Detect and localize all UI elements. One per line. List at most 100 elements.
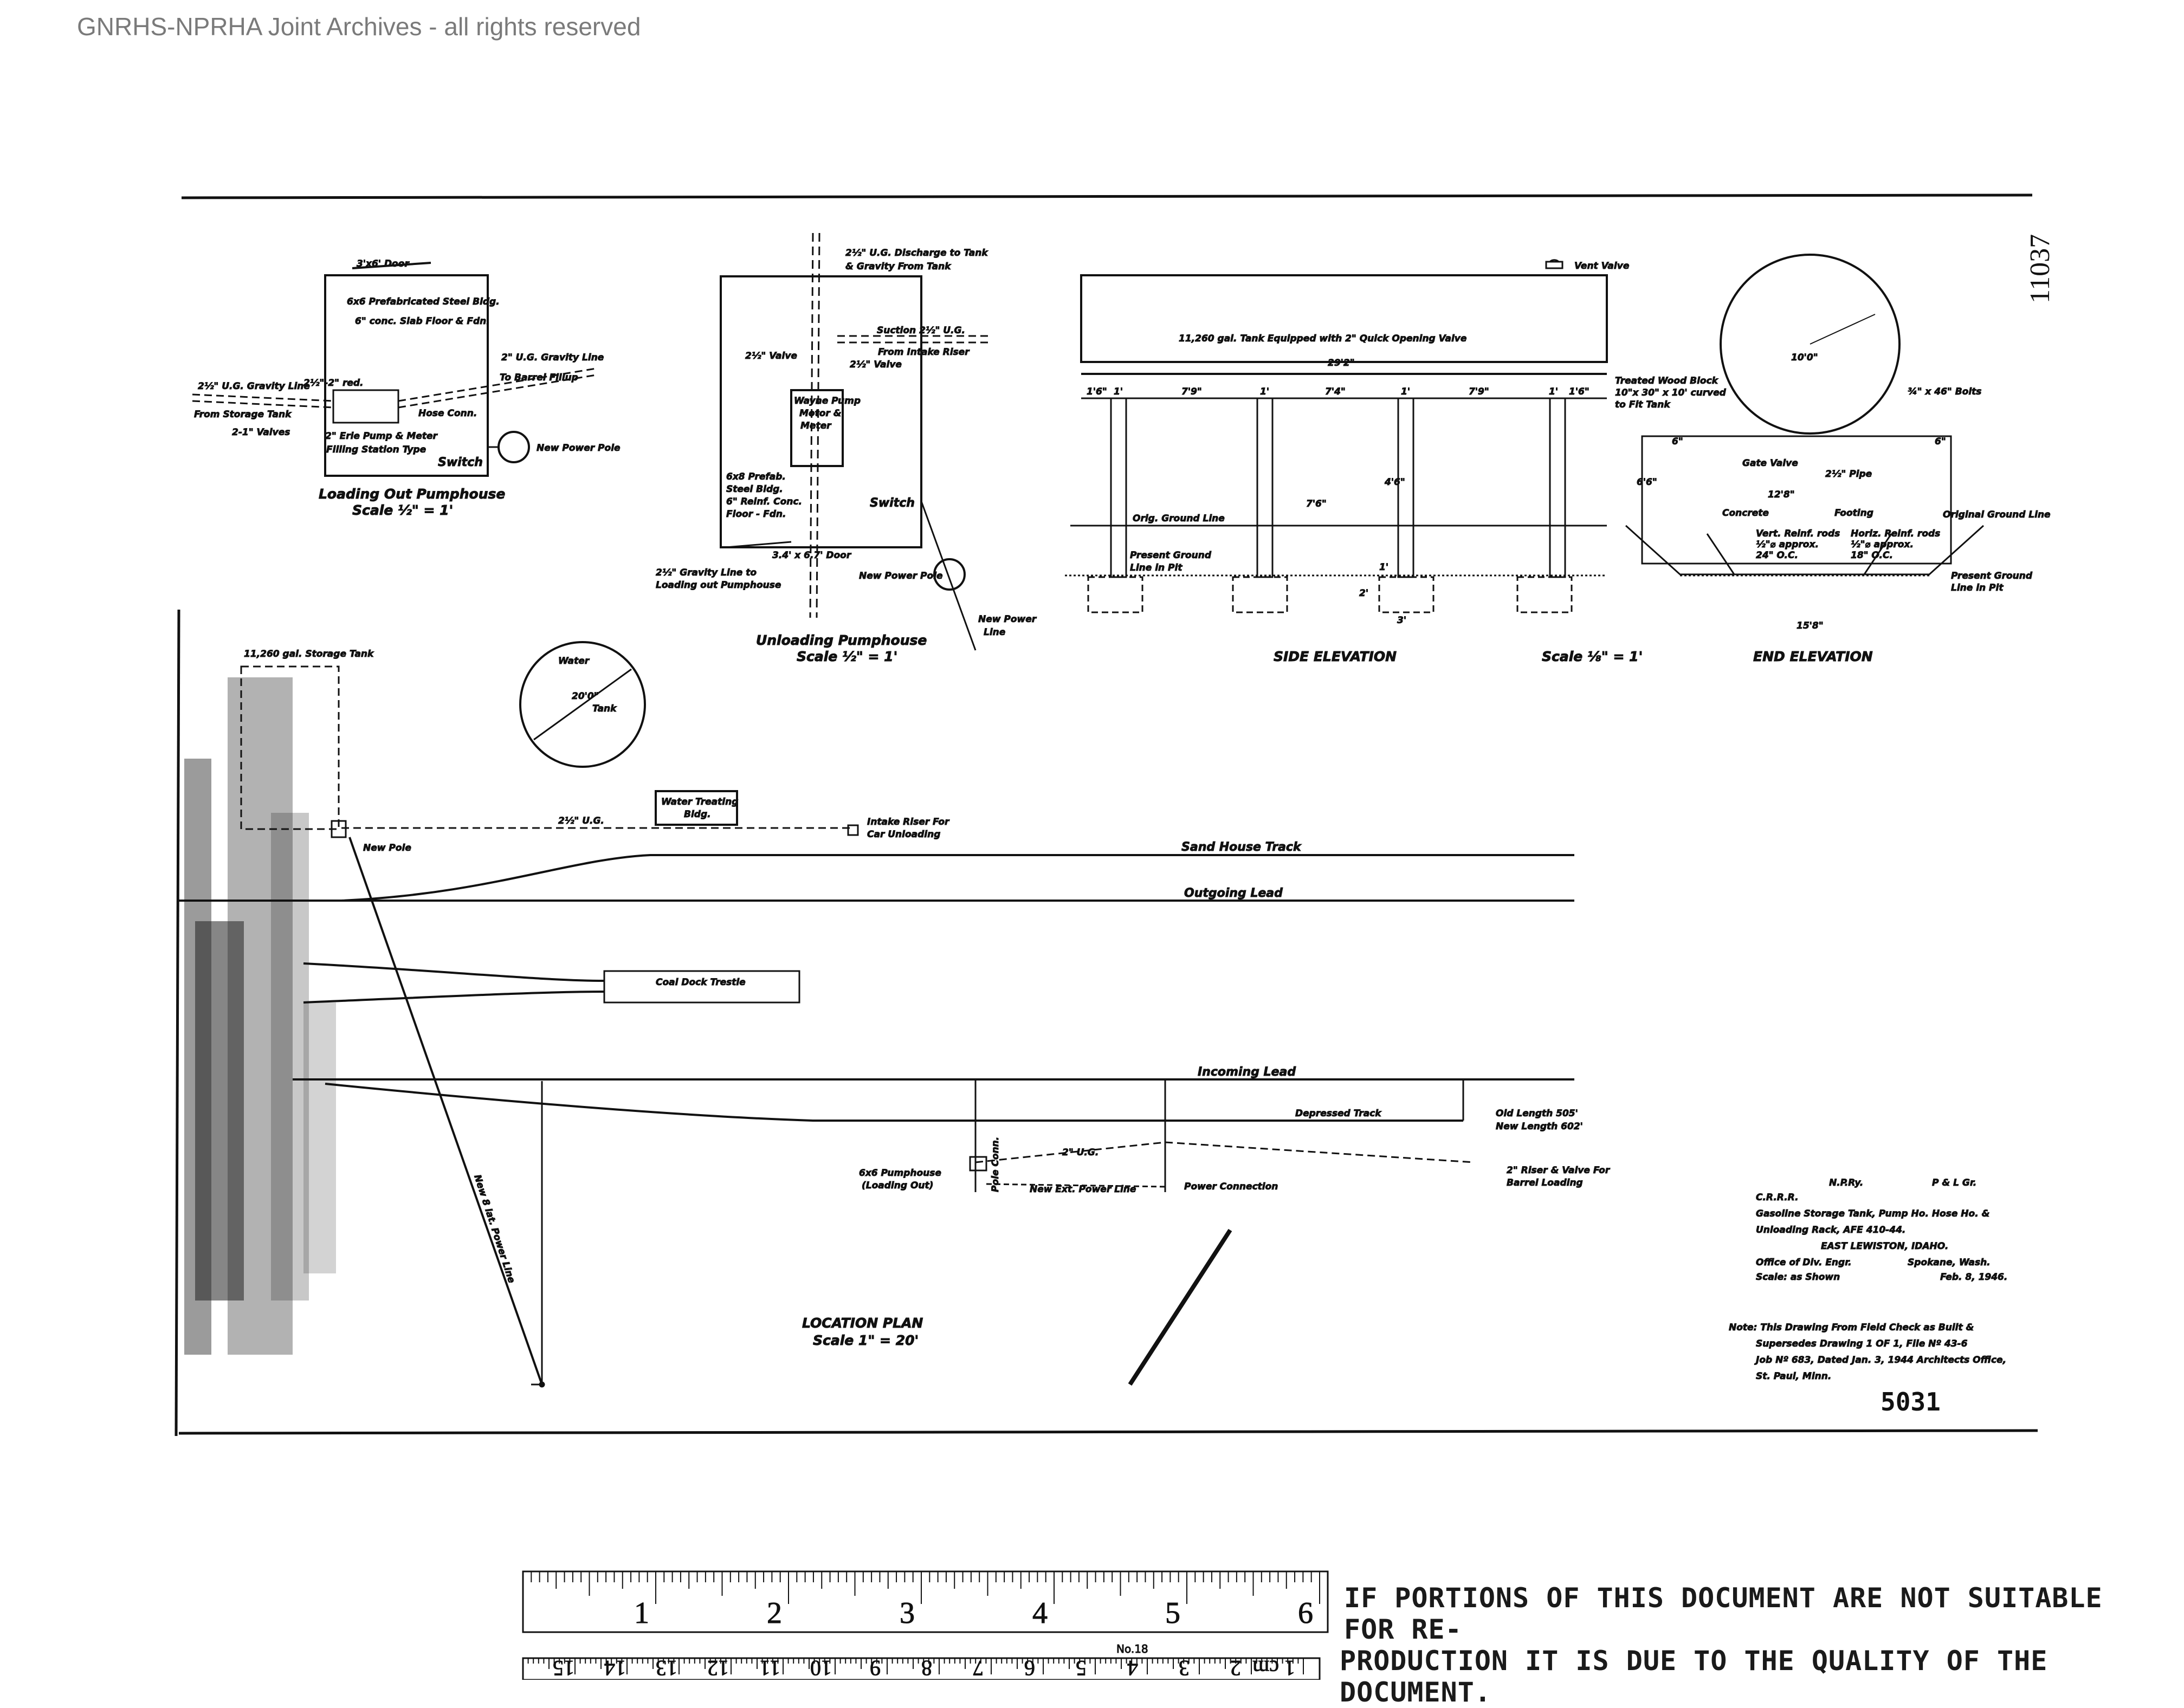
- lp-grav-from2-label: From Storage Tank: [194, 409, 292, 420]
- up-bldg3-label: 6" Reinf. Conc.: [726, 496, 802, 507]
- up-line2-label: Line: [984, 627, 1005, 638]
- ee-valve-label: Gate Valve: [1742, 458, 1798, 469]
- lpn-sand-label: Sand House Track: [1181, 840, 1302, 854]
- ee-pipe-label: 2½" Pipe: [1825, 469, 1872, 480]
- lpn-scale: Scale 1" = 20': [813, 1332, 919, 1348]
- lpn-ug-label: 2" U.G.: [1062, 1147, 1099, 1158]
- ee-horiz1-label: Horiz. Reinf. rods: [1851, 528, 1940, 539]
- up-valve1-label: 2½" Valve: [745, 351, 797, 361]
- ee-dim1-label: 6": [1672, 436, 1683, 447]
- quality-notice: IF PORTIONS OF THIS DOCUMENT ARE NOT SUI…: [1340, 1582, 2114, 1708]
- ee-vert2-label: ½"⌀ approx.: [1756, 539, 1819, 550]
- notice-line-1: IF PORTIONS OF THIS DOCUMENT ARE NOT SUI…: [1344, 1582, 2103, 1645]
- bottom-border-line: [178, 1429, 2038, 1435]
- lpn-pumphouse2-label: (Loading Out): [862, 1180, 933, 1191]
- se-sp9: 1'6": [1569, 386, 1589, 397]
- lp-bldg1-label: 6x6 Prefabricated Steel Bldg.: [347, 296, 500, 307]
- up-discharge1-label: 2½" U.G. Discharge to Tank: [845, 248, 988, 258]
- se-h3: 2': [1359, 588, 1368, 599]
- se-length-label: 29'2": [1328, 358, 1355, 368]
- location-plan-detail: 11,260 gal. Storage Tank Water Tank 20'0…: [179, 641, 1611, 1388]
- lpn-diam-label: 20'0": [572, 691, 599, 702]
- cm-9: 9: [870, 1656, 881, 1680]
- up-pump3-label: Meter: [800, 420, 832, 431]
- tb-dept: P & L Gr.: [1932, 1178, 1976, 1188]
- lpn-intake2-label: Car Unloading: [867, 829, 940, 840]
- lp-grav-from1-label: 2½" U.G. Gravity Line: [198, 381, 310, 392]
- up-bldg2-label: Steel Bldg.: [726, 484, 783, 495]
- ee-block1-label: Treated Wood Block: [1615, 376, 1719, 386]
- lp-door-label: 3'x6' Door: [357, 258, 410, 269]
- cm-11: 11: [759, 1656, 780, 1680]
- left-border-line: [175, 609, 180, 1437]
- lpn-oldlen-label: Old Length 505': [1496, 1108, 1578, 1119]
- se-title: SIDE ELEVATION: [1274, 649, 1397, 664]
- lpn-outgoing-label: Outgoing Lead: [1184, 887, 1283, 900]
- up-valve2-label: 2½" Valve: [850, 359, 902, 370]
- lpn-coal-label: Coal Dock Trestle: [656, 977, 746, 988]
- ee-vert3-label: 24" O.C.: [1756, 550, 1798, 561]
- ee-footing-label: Footing: [1834, 508, 1873, 519]
- ee-diam-label: 10'0": [1791, 352, 1818, 363]
- cm-3: 3: [1179, 1656, 1190, 1680]
- ruler-cm-labels: 1 cm 2 3 4 5 6 7 8 9 10 11 12 13 14 15: [553, 1656, 1296, 1680]
- ee-bolts-label: ¾" x 46" Bolts: [1908, 386, 1981, 397]
- tb-line3: EAST LEWISTON, IDAHO.: [1821, 1241, 1948, 1252]
- lpn-riser1-label: 2" Riser & Valve For: [1507, 1165, 1611, 1176]
- lpn-intake1-label: Intake Riser For: [867, 817, 950, 827]
- title-block: C.R.R.R. N.P.Ry. P & L Gr. Gasoline Stor…: [1729, 1178, 2008, 1382]
- ee-title: END ELEVATION: [1753, 649, 1873, 664]
- cm-6: 6: [1024, 1656, 1035, 1680]
- tank-circle: [1720, 254, 1901, 435]
- top-border-line: [181, 193, 2033, 199]
- lp-red-label: 2½"-2" red.: [303, 378, 363, 389]
- end-elevation-detail: Treated Wood Block 10"x 30" x 10' curved…: [1615, 254, 2051, 665]
- se-orig-label: Orig. Ground Line: [1133, 513, 1225, 524]
- up-bldg4-label: Floor - Fdn.: [726, 509, 786, 520]
- lpn-ug2-label: 2½" U.G.: [558, 816, 604, 826]
- lpn-storage-label: 11,260 gal. Storage Tank: [244, 649, 374, 659]
- lp-grav-to1-label: 2" U.G. Gravity Line: [501, 352, 604, 363]
- cm-15: 15: [553, 1656, 574, 1680]
- tb-date: Feb. 8, 1946.: [1940, 1272, 2007, 1283]
- lpn-treating2-label: Bldg.: [684, 809, 711, 820]
- lpn-powerline-label: New 8 lat. Power Line: [471, 1173, 517, 1284]
- se-w2: 3': [1397, 615, 1406, 626]
- lp-pump1-label: 2" Erie Pump & Meter: [325, 431, 438, 442]
- measuring-ruler: 1 2 3 4 5 6 No.18 1 cm 2 3 4 5 6 7 8 9 1…: [522, 1570, 1329, 1680]
- up-grav2-label: Loading out Pumphouse: [656, 580, 781, 591]
- up-pump2-label: Motor &: [799, 408, 842, 419]
- notice-line-2: PRODUCTION IT IS DUE TO THE QUALITY OF T…: [1340, 1645, 2048, 1708]
- lp-title: Loading Out Pumphouse: [319, 486, 505, 502]
- lpn-newpole-label: New Pole: [363, 843, 411, 853]
- ruler-cm-ticks: [522, 1658, 1304, 1674]
- ruler-inch-5: 5: [1165, 1596, 1180, 1630]
- ee-orig-label: Original Ground Line: [1943, 509, 2051, 520]
- up-switch-label: Switch: [870, 496, 915, 510]
- lp-pole-label: New Power Pole: [537, 443, 621, 454]
- ee-block2-label: 10"x 30" x 10' curved: [1615, 387, 1727, 398]
- lpn-riser2-label: Barrel Loading: [1507, 1178, 1583, 1188]
- ee-concrete-label: Concrete: [1722, 508, 1769, 519]
- lpn-incoming-label: Incoming Lead: [1198, 1065, 1296, 1079]
- ee-vert1-label: Vert. Reinf. rods: [1756, 528, 1840, 539]
- ruler-inch-4: 4: [1032, 1596, 1048, 1630]
- lpn-title: LOCATION PLAN: [802, 1315, 923, 1331]
- ee-horiz2-label: ½"⌀ approx.: [1851, 539, 1914, 550]
- up-discharge2-label: & Gravity From Tank: [845, 261, 952, 272]
- cm-13: 13: [656, 1656, 677, 1680]
- tb-note4: St. Paul, Minn.: [1756, 1371, 1831, 1382]
- tb-line1: Gasoline Storage Tank, Pump Ho. Hose Ho.…: [1756, 1208, 1989, 1219]
- ruler-model: No.18: [1116, 1642, 1148, 1655]
- se-tank-label: 11,260 gal. Tank Equipped with 2" Quick …: [1179, 333, 1466, 344]
- lpn-conn-label: Power Connection: [1184, 1181, 1278, 1192]
- tb-note1: Note: This Drawing From Field Check as B…: [1729, 1322, 1974, 1333]
- lpn-depressed-label: Depressed Track: [1295, 1108, 1382, 1119]
- tb-company: C.R.R.R.: [1756, 1192, 1799, 1203]
- up-title: Unloading Pumphouse: [756, 632, 927, 648]
- up-pump1-label: Wayne Pump: [794, 396, 861, 406]
- scan-noise: [184, 677, 336, 1355]
- up-door-label: 3.4' x 6.7' Door: [772, 550, 852, 561]
